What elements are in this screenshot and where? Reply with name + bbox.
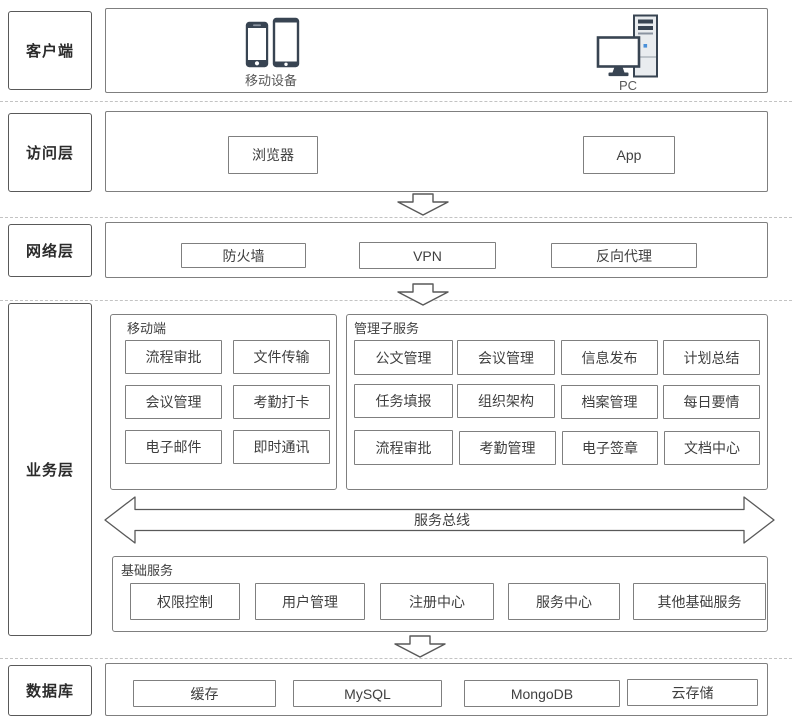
mobile-devices-caption: 移动设备 <box>244 73 297 88</box>
app-box: App <box>583 136 675 174</box>
mobile-group-item: 文件传输 <box>233 340 330 374</box>
mgmt-group-item: 组织架构 <box>457 384 555 418</box>
database-item: 缓存 <box>133 680 276 707</box>
mgmt-group-item: 文档中心 <box>664 431 760 465</box>
mgmt-group-item: 档案管理 <box>561 385 658 419</box>
browser-box: 浏览器 <box>228 136 318 174</box>
layer-label-database: 数据库 <box>8 665 92 716</box>
down-arrow-icon <box>394 635 446 658</box>
base-group-item: 注册中心 <box>380 583 494 620</box>
layer-label-access: 访问层 <box>8 113 92 192</box>
mgmt-group-item: 考勤管理 <box>459 431 556 465</box>
layer-separator <box>0 217 792 218</box>
base-group-item: 服务中心 <box>508 583 620 620</box>
mgmt-group-item: 会议管理 <box>457 340 555 375</box>
mobile-group-item: 会议管理 <box>125 385 222 419</box>
mgmt-group-title: 管理子服务 <box>354 321 420 336</box>
down-arrow-icon <box>397 283 449 306</box>
firewall-box: 防火墙 <box>181 243 306 268</box>
base-group-item: 用户管理 <box>255 583 365 620</box>
mgmt-group-item: 流程审批 <box>354 430 453 465</box>
database-item: MongoDB <box>464 680 620 707</box>
layer-separator <box>0 300 792 301</box>
mgmt-group-item: 任务填报 <box>354 384 453 418</box>
mobile-group-item: 电子邮件 <box>125 430 222 464</box>
reverse-proxy-box: 反向代理 <box>551 243 697 268</box>
service-bus-label: 服务总线 <box>414 512 470 528</box>
base-group-item: 权限控制 <box>130 583 240 620</box>
smartphone-icon <box>245 21 269 68</box>
mgmt-group-item: 每日要情 <box>663 385 760 419</box>
tablet-icon <box>272 17 300 68</box>
mobile-group-item: 考勤打卡 <box>233 385 330 419</box>
client-panel <box>105 8 768 93</box>
mobile-group-item: 流程审批 <box>125 340 222 374</box>
pc-caption: PC <box>618 78 638 93</box>
mgmt-group-item: 电子签章 <box>562 431 658 465</box>
base-group-item: 其他基础服务 <box>633 583 766 620</box>
mobile-group-title: 移动端 <box>127 321 167 336</box>
mgmt-group-item: 计划总结 <box>663 340 760 375</box>
service-bus-arrow: 服务总线 <box>104 495 776 545</box>
vpn-box: VPN <box>359 242 496 269</box>
mgmt-group-item: 公文管理 <box>354 340 453 375</box>
base-group-title: 基础服务 <box>121 563 174 578</box>
pc-icon <box>596 14 658 78</box>
layer-label-business: 业务层 <box>8 303 92 636</box>
layer-label-client: 客户端 <box>8 11 92 90</box>
layer-separator <box>0 658 792 659</box>
mobile-group-item: 即时通讯 <box>233 430 330 464</box>
layer-separator <box>0 101 792 102</box>
layer-label-network: 网络层 <box>8 224 92 277</box>
database-item: 云存储 <box>627 679 758 706</box>
down-arrow-icon <box>397 193 449 216</box>
database-item: MySQL <box>293 680 442 707</box>
mgmt-group-item: 信息发布 <box>561 340 658 375</box>
